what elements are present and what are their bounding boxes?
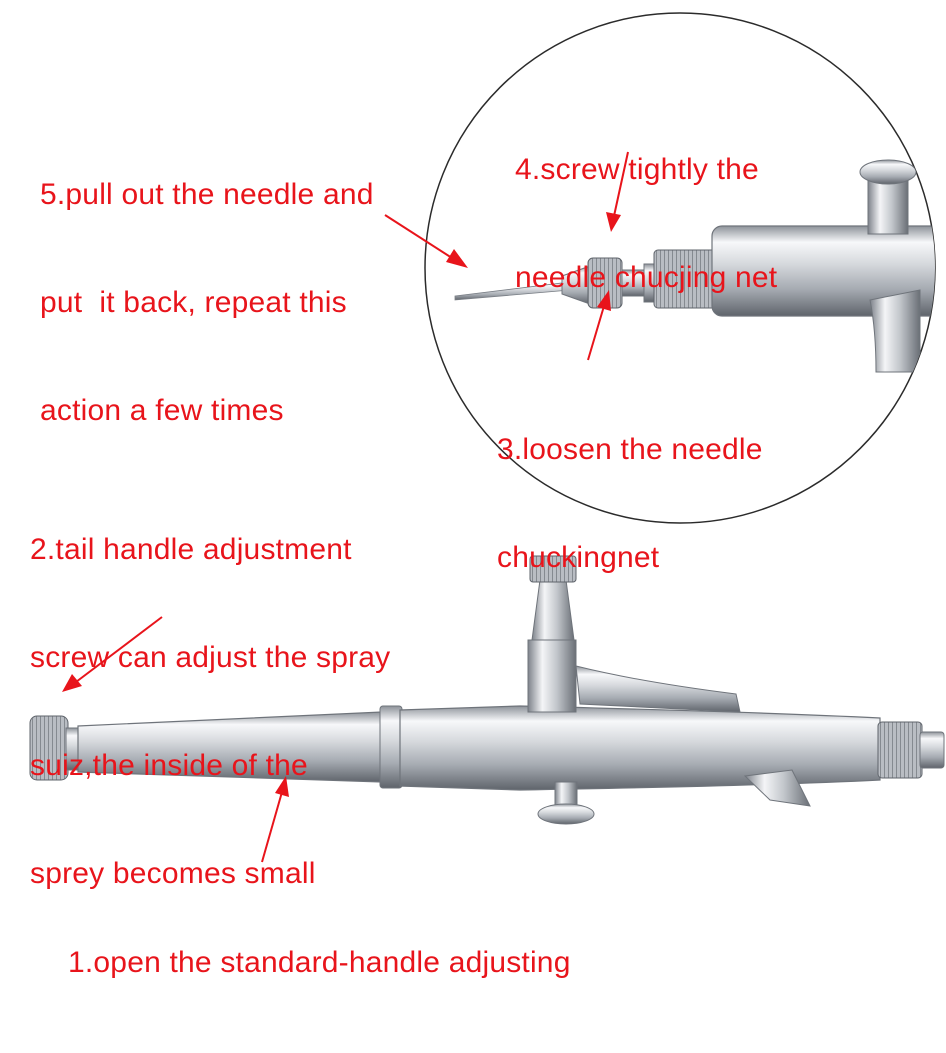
nozzle-cap — [877, 721, 923, 779]
label-step4: 4.screw tightly the needle chucjing net — [515, 80, 777, 368]
label-step2-line3: suiz,the inside of the — [30, 749, 308, 782]
trigger-stem — [527, 639, 577, 713]
label-step3: 3.loosen the needle chuckingnet — [497, 360, 763, 648]
label-step2-line2: screw can adjust the spray — [30, 641, 391, 674]
label-step2-line4: sprey becomes small — [30, 857, 316, 890]
label-step5-line1: 5.pull out the needle and — [40, 178, 374, 211]
airbrush-body — [399, 705, 881, 791]
label-step1: 1.open the standard-handle adjusting — [68, 873, 571, 1053]
arrow-step3 — [597, 290, 611, 311]
body-closeup — [711, 225, 935, 317]
label-step5: 5.pull out the needle and put it back, r… — [40, 105, 374, 501]
arrow-step4 — [606, 212, 621, 232]
air-valve — [537, 803, 595, 825]
label-step3-line2: chuckingnet — [497, 541, 660, 574]
detail-circle — [424, 12, 936, 524]
airbrush-diagram: 5.pull out the needle and put it back, r… — [29, 12, 945, 979]
airbrush — [29, 555, 945, 825]
diagram-canvas — [29, 12, 945, 863]
label-step2-line1: 2.tail handle adjustment — [30, 533, 352, 566]
label-step5-line3: action a few times — [40, 394, 284, 427]
nozzle-tip — [919, 731, 945, 769]
label-step2: 2.tail handle adjustment screw can adjus… — [30, 460, 390, 964]
arrow-step5 — [446, 249, 468, 268]
arrow-step2 — [62, 674, 82, 692]
trigger-button — [529, 555, 577, 583]
label-step4-line2: needle chucjing net — [515, 261, 778, 294]
label-step1-line1: 1.open the standard-handle adjusting — [68, 946, 571, 979]
needle-chuck-closeup — [454, 159, 935, 373]
arrow-step1 — [275, 776, 289, 797]
annotation-arrows — [62, 151, 629, 863]
label-step3-line1: 3.loosen the needle — [497, 433, 763, 466]
label-step4-line1: 4.screw tightly the — [515, 153, 759, 186]
label-step5-line2: put it back, repeat this — [40, 286, 347, 319]
